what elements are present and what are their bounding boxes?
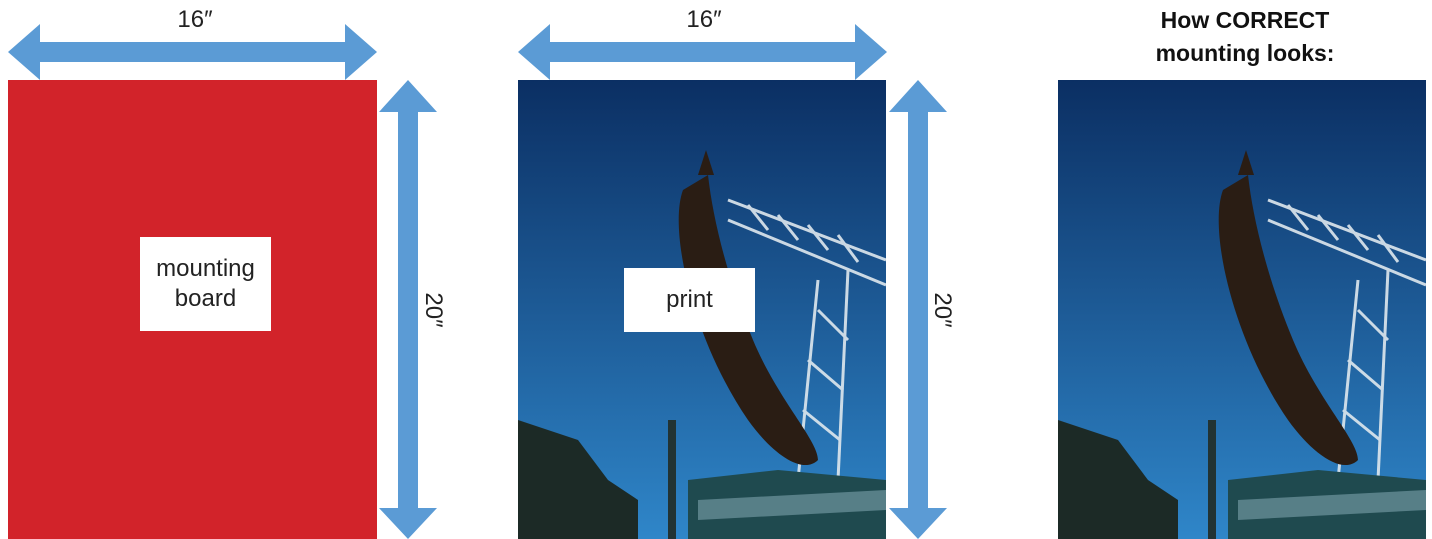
board-height-label: 20″	[420, 292, 447, 328]
correct-title-line-1: How CORRECT	[1160, 7, 1330, 33]
width-arrow-print	[518, 24, 887, 80]
print-label: print	[624, 268, 755, 332]
height-arrow-print	[889, 80, 947, 539]
print-height-label: 20″	[929, 292, 956, 328]
correct-mounting-photo	[1058, 80, 1426, 539]
mounting-board-label-line-1: mounting	[156, 255, 255, 282]
board-width-label: 16″	[177, 6, 213, 33]
correct-title-line-2: mounting looks:	[1155, 40, 1335, 66]
mounting-board-label: mounting board	[140, 237, 271, 331]
mounting-board-label-line-2: board	[174, 285, 237, 312]
print-width-label: 16″	[686, 6, 722, 33]
width-arrow-board	[8, 24, 377, 80]
height-arrow-board	[379, 80, 437, 539]
correct-mounting-title: How CORRECT mounting looks:	[1110, 4, 1380, 70]
